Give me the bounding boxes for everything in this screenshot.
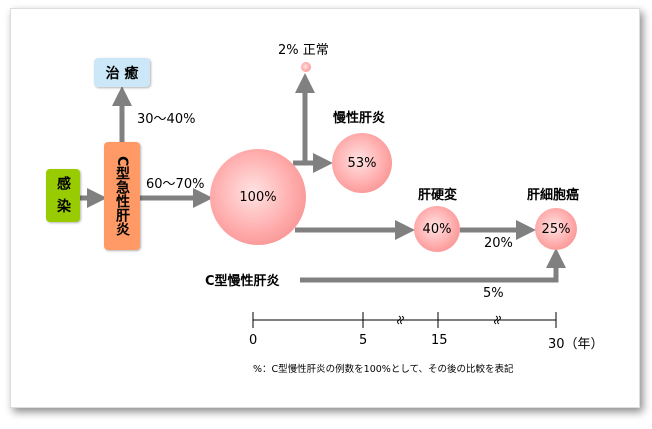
- circle-cirrhosis-label: 40%: [422, 221, 452, 237]
- circle-cirrhosis: 40%: [414, 206, 460, 252]
- cirrhosis-to-hcc-rate: 20%: [484, 236, 513, 251]
- chronic-rate: 60〜70%: [146, 177, 205, 192]
- tick-30: 30（年）: [548, 337, 604, 352]
- normal-label: 2% 正常: [278, 43, 329, 58]
- infection-label: 感 染: [55, 176, 71, 215]
- direct-hcc-rate: 5%: [483, 286, 504, 301]
- chronic-hepatitis-label: 慢性肝炎: [333, 111, 386, 126]
- cure-label: 治 癒: [105, 65, 139, 82]
- cure-rate: 30〜40%: [137, 112, 196, 127]
- circle-chronic-label: 53%: [347, 155, 377, 171]
- hcc-label: 肝細胞癌: [527, 188, 580, 203]
- acute-label: C型急性肝炎: [114, 155, 130, 237]
- circle-hcc-label: 25%: [541, 221, 571, 237]
- timeline-axis: [252, 312, 557, 328]
- circle-100: 100%: [210, 149, 306, 245]
- footnote: %：C型慢性肝炎の例数を100%として、その後の比較を表記: [253, 364, 514, 375]
- cirrhosis-label: 肝硬変: [418, 188, 458, 203]
- arrow-to-normal: [293, 73, 315, 166]
- tick-15: 15: [431, 333, 448, 348]
- cure-box: 治 癒: [94, 58, 150, 87]
- tick-5: 5: [359, 333, 368, 348]
- arrow-chronic-to-hcc: [300, 248, 566, 283]
- acute-hepatitis-box: C型急性肝炎: [104, 142, 140, 250]
- circle-chronic: 53%: [332, 133, 392, 193]
- tick-0: 0: [249, 333, 258, 348]
- chronic-c-label: C型慢性肝炎: [205, 274, 280, 289]
- circle-hcc: 25%: [535, 208, 577, 250]
- circle-normal: [301, 62, 311, 72]
- circle-100-label: 100%: [239, 189, 277, 205]
- infection-box: 感 染: [46, 169, 80, 222]
